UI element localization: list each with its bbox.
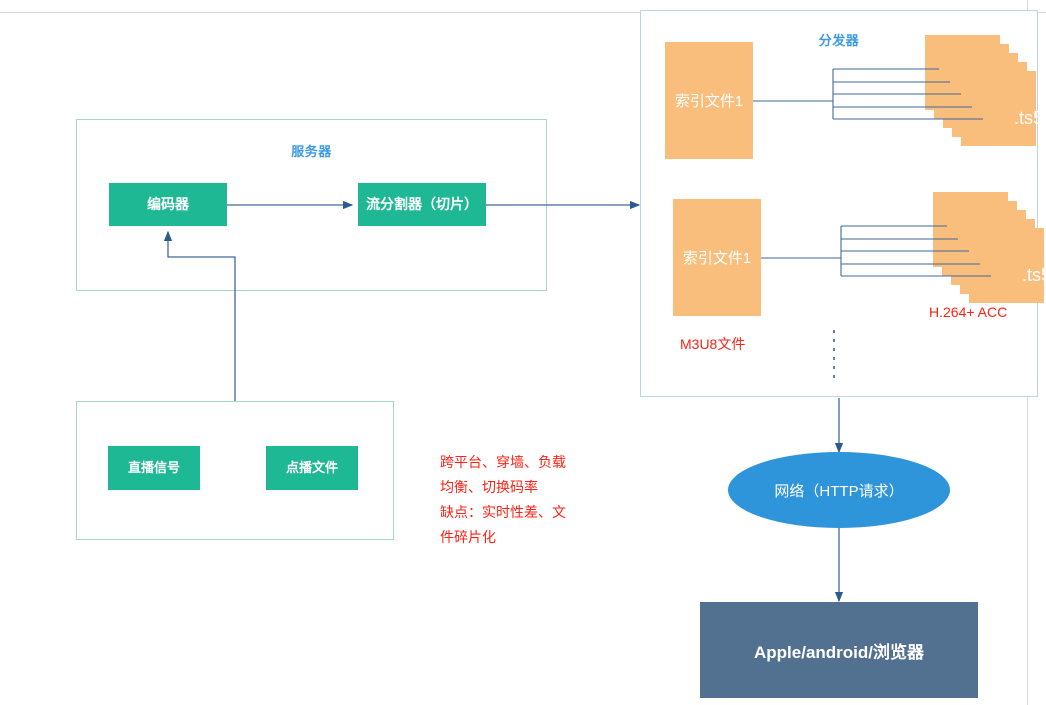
ts-card xyxy=(961,71,1036,146)
codec-annotation: H.264+ ACC xyxy=(929,304,1008,320)
note-line-2: 均衡、切换码率 xyxy=(440,479,538,495)
stream-slicer-node[interactable]: 流分割器（切片） xyxy=(358,183,486,226)
server-group-title: 服务器 xyxy=(291,144,332,159)
m3u8-annotation: M3U8文件 xyxy=(680,336,746,352)
encoder-node[interactable]: 编码器 xyxy=(109,183,227,226)
distributor-group-title: 分发器 xyxy=(818,33,860,48)
top-divider-rule xyxy=(0,12,1046,13)
note-line-3: 缺点：实时性差、文 xyxy=(440,504,566,520)
ts-segment-stack-1[interactable]: .ts5 xyxy=(925,35,1043,153)
client-devices-node[interactable]: Apple/android/浏览器 xyxy=(700,602,978,698)
index-file-node-1[interactable]: 索引文件1 xyxy=(665,42,753,159)
vod-file-node[interactable]: 点播文件 xyxy=(266,446,358,490)
ts-stack-label-1: .ts5 xyxy=(1013,108,1043,128)
network-node[interactable]: 网络（HTTP请求） xyxy=(728,452,950,528)
ts-segment-stack-2[interactable]: .ts5 xyxy=(933,192,1046,310)
note-line-4: 件碎片化 xyxy=(440,529,496,545)
continuation-dots xyxy=(833,330,835,378)
advantages-notes-block: 跨平台、穿墙、负载 均衡、切换码率 缺点：实时性差、文 件碎片化 xyxy=(440,450,590,550)
note-line-1: 跨平台、穿墙、负载 xyxy=(440,454,566,470)
live-signal-node[interactable]: 直播信号 xyxy=(108,446,200,490)
index-file-node-2[interactable]: 索引文件1 xyxy=(673,199,761,316)
ts-card xyxy=(969,228,1044,303)
ts-stack-label-2: .ts5 xyxy=(1021,265,1046,285)
